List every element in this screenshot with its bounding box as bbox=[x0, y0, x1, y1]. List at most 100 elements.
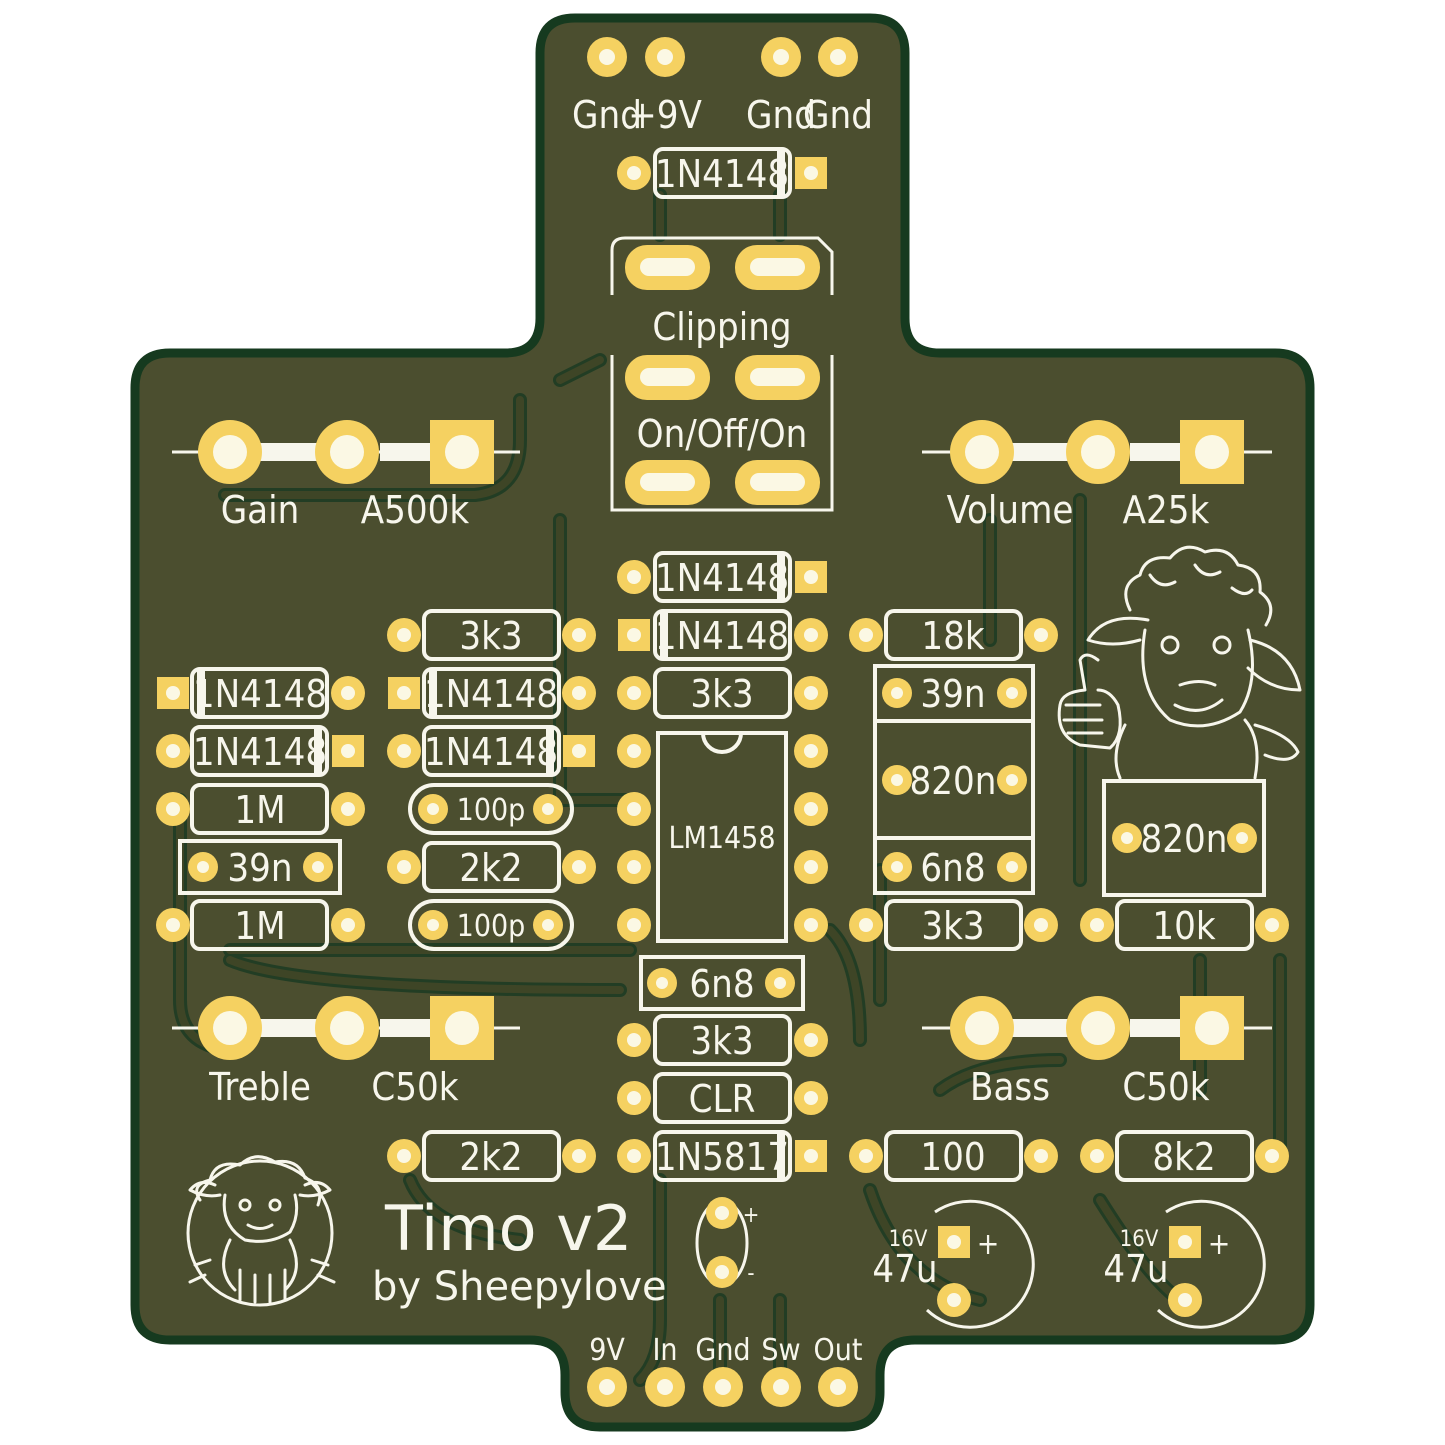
switch-name: Clipping bbox=[652, 305, 791, 349]
svg-text:10k: 10k bbox=[1152, 904, 1215, 948]
diode-mid2: 1N4148 bbox=[618, 609, 828, 661]
resistor-18k: 18k bbox=[849, 609, 1058, 661]
svg-text:8k2: 8k2 bbox=[1152, 1135, 1215, 1179]
board-title: Timo v2 bbox=[384, 1192, 632, 1265]
io-label-sw: Sw bbox=[761, 1333, 800, 1368]
svg-text:1M: 1M bbox=[234, 788, 285, 832]
sheep-logo-icon bbox=[186, 1155, 336, 1307]
resistor-3k3-c1: 3k3 bbox=[617, 667, 828, 719]
svg-text:3k3: 3k3 bbox=[459, 614, 522, 658]
svg-text:3k3: 3k3 bbox=[690, 1019, 753, 1063]
resistor-1m-a: 1M bbox=[156, 783, 365, 835]
pot-treble-name: Treble bbox=[208, 1065, 311, 1109]
svg-text:1M: 1M bbox=[234, 904, 285, 948]
svg-text:820n: 820n bbox=[1141, 817, 1228, 861]
pot-treble[interactable]: Treble C50k bbox=[172, 996, 520, 1109]
svg-text:+: + bbox=[977, 1227, 1000, 1262]
clipping-switch[interactable]: Clipping On/Off/On bbox=[610, 236, 834, 512]
diode-left-2: 1N4148 bbox=[156, 725, 364, 777]
pot-gain[interactable]: Gain A500k bbox=[172, 420, 520, 532]
cap-e1-voltage: 16V bbox=[889, 1227, 928, 1252]
pot-gain-value: A500k bbox=[361, 488, 470, 532]
svg-text:2k2: 2k2 bbox=[459, 846, 522, 890]
io-label-out: Out bbox=[814, 1333, 863, 1368]
svg-text:1N4148: 1N4148 bbox=[424, 730, 558, 774]
pot-bass[interactable]: Bass C50k bbox=[922, 996, 1272, 1109]
svg-text:100: 100 bbox=[920, 1135, 985, 1179]
svg-text:1N4148: 1N4148 bbox=[655, 556, 789, 600]
resistor-2k2-b: 2k2 bbox=[387, 1130, 596, 1182]
diode-mid1: 1N4148 bbox=[617, 551, 827, 603]
io-label-in: In bbox=[652, 1333, 677, 1368]
capacitor-100p-b: 100p bbox=[408, 899, 574, 951]
capacitor-39n-left: 39n bbox=[178, 839, 342, 895]
board-subtitle: by Sheepylove bbox=[372, 1264, 667, 1310]
power-label-9v: +9V bbox=[628, 93, 702, 137]
svg-text:1N4148: 1N4148 bbox=[655, 152, 789, 196]
power-label-gnd-3: Gnd bbox=[803, 93, 873, 137]
board-outline bbox=[130, 13, 1315, 1432]
resistor-1m-b: 1M bbox=[156, 899, 365, 951]
svg-text:1N5817: 1N5817 bbox=[655, 1135, 789, 1179]
capacitor-6n8-centre: 6n8 bbox=[639, 955, 805, 1011]
power-label-gnd-2: Gnd bbox=[746, 93, 816, 137]
diode-centre-left-1: 1N4148 bbox=[388, 667, 596, 719]
led: + - bbox=[695, 1197, 760, 1288]
traces bbox=[173, 188, 1287, 1387]
svg-text:3k3: 3k3 bbox=[690, 672, 753, 716]
svg-text:100p: 100p bbox=[457, 793, 526, 828]
svg-text:+: + bbox=[743, 1203, 760, 1228]
svg-text:-: - bbox=[747, 1261, 754, 1286]
cap-820n-a-label: 820n bbox=[910, 759, 997, 803]
resistor-8k2: 8k2 bbox=[1080, 1130, 1289, 1182]
cap-39n-right-label: 39n bbox=[920, 672, 985, 716]
svg-text:18k: 18k bbox=[921, 614, 984, 658]
svg-text:1N4148: 1N4148 bbox=[424, 672, 558, 716]
cap-e2-value: 47u bbox=[1103, 1247, 1168, 1291]
resistor-100: 100 bbox=[849, 1130, 1058, 1182]
svg-text:2k2: 2k2 bbox=[459, 1135, 522, 1179]
cap-6n8-right-label: 6n8 bbox=[920, 846, 985, 890]
diode-left-1: 1N4148 bbox=[157, 667, 365, 719]
pot-gain-name: Gain bbox=[221, 488, 300, 532]
cap-e2-voltage: 16V bbox=[1120, 1227, 1159, 1252]
power-label-gnd-1: Gnd bbox=[572, 93, 642, 137]
capacitor-820n-b: 820n bbox=[1102, 779, 1266, 897]
svg-text:6n8: 6n8 bbox=[689, 962, 754, 1006]
svg-text:39n: 39n bbox=[227, 846, 292, 890]
pot-bass-value: C50k bbox=[1122, 1065, 1209, 1109]
svg-text:1N4148: 1N4148 bbox=[193, 730, 327, 774]
resistor-3k3-c2: 3k3 bbox=[617, 1014, 828, 1066]
svg-text:100p: 100p bbox=[457, 909, 526, 944]
pot-volume-value: A25k bbox=[1123, 488, 1210, 532]
electrolytic-cap-1: + 16V 47u bbox=[872, 1199, 1035, 1329]
io-label-9v: 9V bbox=[589, 1333, 625, 1368]
capacitor-stack-right: 39n 820n 6n8 bbox=[873, 664, 1035, 895]
pot-volume-name: Volume bbox=[947, 488, 1074, 532]
resistor-2k2-a: 2k2 bbox=[387, 841, 596, 893]
electrolytic-cap-2: + 16V 47u bbox=[1103, 1199, 1266, 1329]
ic-label: LM1458 bbox=[669, 821, 776, 856]
sheep-thumbs-up-icon bbox=[1057, 545, 1302, 780]
resistor-3k3-right: 3k3 bbox=[849, 899, 1058, 951]
diode-top: 1N4148 bbox=[617, 147, 827, 199]
svg-text:+: + bbox=[1208, 1227, 1231, 1262]
svg-text:3k3: 3k3 bbox=[921, 904, 984, 948]
resistor-clr: CLR bbox=[617, 1072, 828, 1124]
svg-text:1N4148: 1N4148 bbox=[193, 672, 327, 716]
pot-treble-value: C50k bbox=[371, 1065, 458, 1109]
cap-e1-value: 47u bbox=[872, 1247, 937, 1291]
pot-bass-name: Bass bbox=[970, 1065, 1050, 1109]
io-header: 9V In Gnd Sw Out bbox=[587, 1333, 862, 1407]
resistor-3k3-left: 3k3 bbox=[387, 609, 596, 661]
pot-volume[interactable]: Volume A25k bbox=[922, 420, 1272, 532]
ic-lm1458: LM1458 bbox=[617, 731, 828, 943]
io-label-gnd: Gnd bbox=[695, 1333, 750, 1368]
svg-text:1N4148: 1N4148 bbox=[655, 614, 789, 658]
resistor-10k: 10k bbox=[1080, 899, 1289, 951]
capacitor-100p-a: 100p bbox=[408, 783, 574, 835]
power-header: Gnd +9V Gnd Gnd bbox=[572, 37, 873, 137]
switch-type: On/Off/On bbox=[637, 412, 808, 456]
diode-1n5817: 1N5817 bbox=[617, 1130, 827, 1182]
